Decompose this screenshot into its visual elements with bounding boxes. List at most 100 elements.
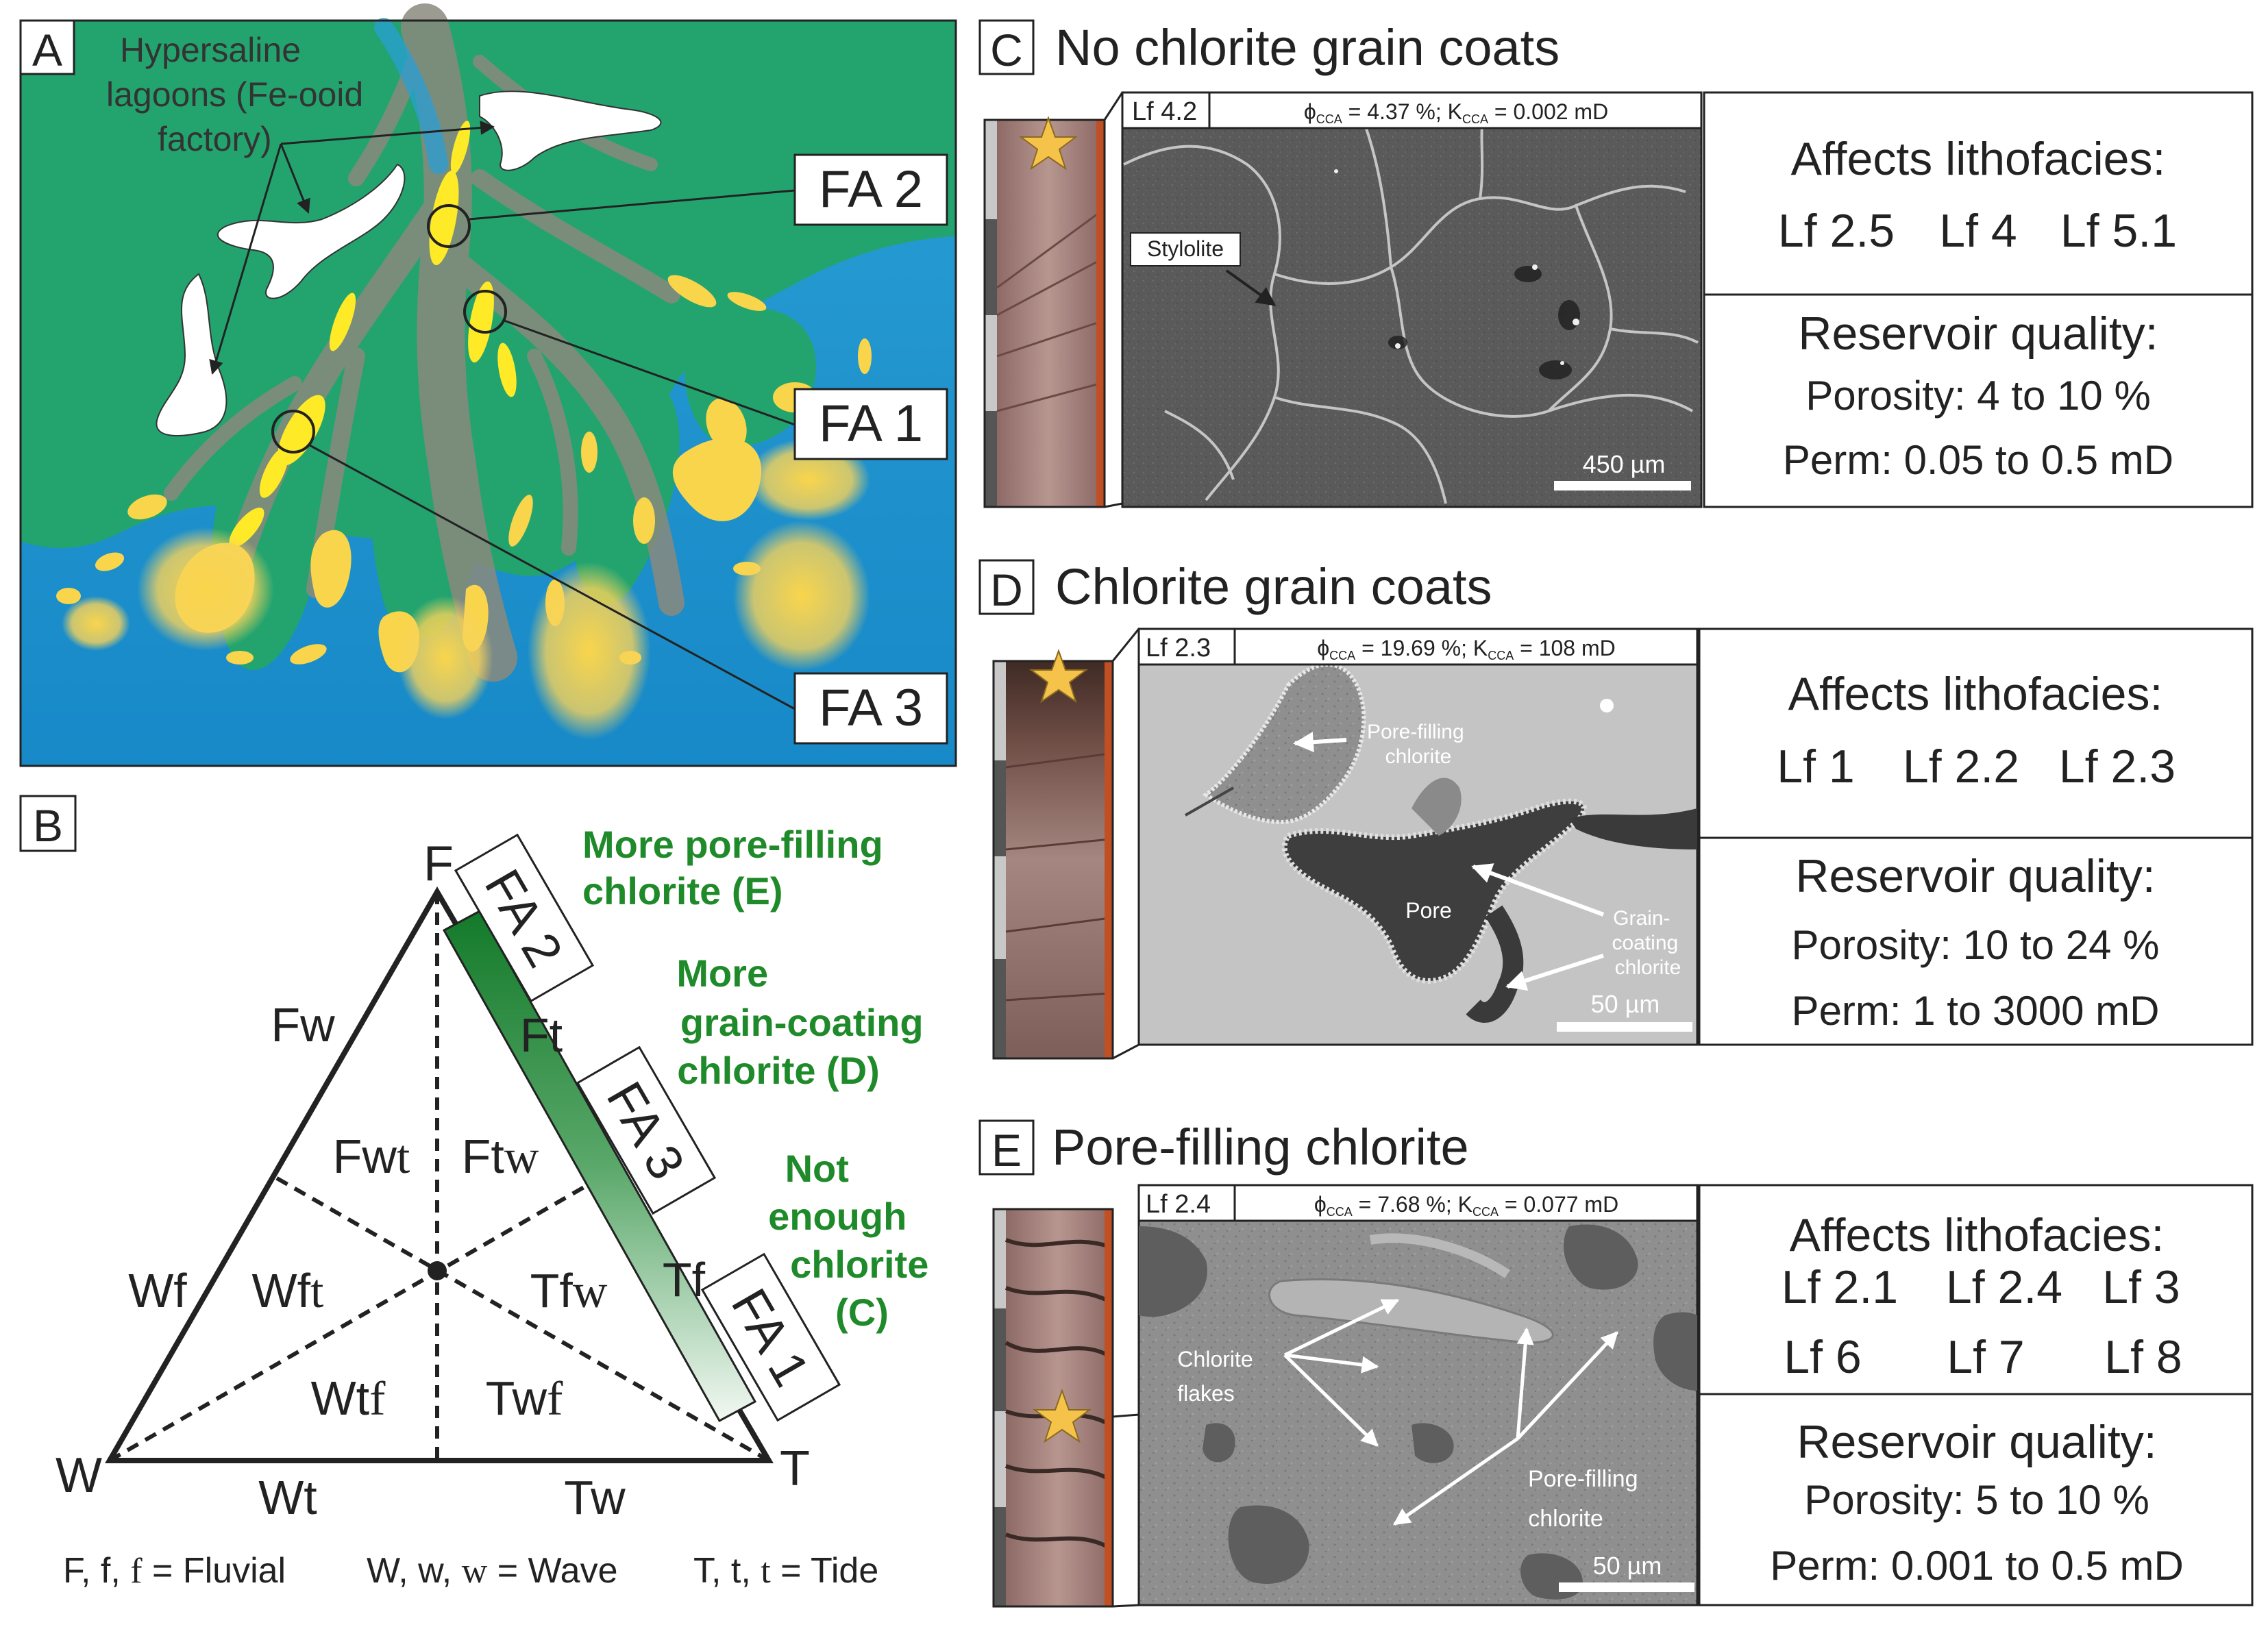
sem-d-lf: Lf 2.3 — [1146, 634, 1211, 662]
d-perm: Perm: 1 to 3000 mD — [1792, 988, 2160, 1034]
legend-tide: T, t, t = Tide — [693, 1551, 878, 1591]
e-affects-6: Lf 8 — [2104, 1331, 2182, 1383]
d-affects-title: Affects lithofacies: — [1788, 668, 2163, 720]
ternary-centroid — [428, 1261, 447, 1280]
panel-a-letter-box — [19, 19, 75, 75]
sem-image-e: Lf 2.4 ϕCCA = 7.68 %; KCCA = 0.077 mD Ch… — [1137, 1184, 1699, 1606]
sem-c-stylolite: Stylolite — [1147, 236, 1224, 261]
e-rq-title: Reservoir quality: — [1797, 1416, 2156, 1468]
class-wtf: Wtf — [311, 1371, 386, 1426]
sem-e-pore-filling: Pore-filling chlorite — [1528, 1466, 1644, 1532]
apex-w: W — [56, 1448, 102, 1503]
c-rq-title: Reservoir quality: — [1798, 308, 2158, 360]
d-affects-3: Lf 2.3 — [2059, 741, 2175, 793]
sem-e-scale-bar — [1559, 1582, 1694, 1592]
sem-image-d: Lf 2.3 ϕCCA = 19.69 %; KCCA = 108 mD Por… — [1137, 628, 1699, 1046]
c-affects-3: Lf 5.1 — [2060, 205, 2177, 257]
legend-wave: W, w, w = Wave — [367, 1551, 618, 1591]
sem-e-properties: ϕCCA = 7.68 %; KCCA = 0.077 mD — [1314, 1192, 1618, 1219]
apex-f: F — [423, 836, 454, 891]
e-affects-3: Lf 3 — [2102, 1261, 2180, 1313]
fa-leader-lines — [309, 189, 796, 710]
c-perm: Perm: 0.05 to 0.5 mD — [1783, 437, 2173, 483]
fa3-label-box — [793, 672, 948, 745]
fa1-label-box — [793, 388, 948, 460]
panel-e-letter: E — [991, 1125, 1022, 1176]
info-e: Affects lithofacies: Lf 2.1 Lf 2.4 Lf 3 … — [1698, 1184, 2254, 1606]
core-c-star — [1019, 116, 1078, 171]
class-wft: Wft — [252, 1264, 325, 1318]
sem-e-scale: 50 µm — [1593, 1552, 1662, 1580]
edge-ft: Ft — [520, 1008, 563, 1062]
sem-d-pore-filling: Pore-filling chlorite — [1367, 721, 1470, 768]
class-ftw: Ftw — [462, 1130, 539, 1184]
core-e-star — [1033, 1389, 1092, 1443]
sem-e-lf: Lf 2.4 — [1146, 1190, 1211, 1219]
fa2-label-box — [793, 153, 948, 226]
panel-d-letter: D — [990, 564, 1023, 615]
panel-c-letter: C — [990, 25, 1023, 75]
fa2-label: FA 2 — [819, 160, 923, 219]
sem-image-c: Lf 4.2 ϕCCA = 4.37 %; KCCA = 0.002 mD St… — [1121, 91, 1703, 508]
edge-wf: Wf — [128, 1264, 187, 1317]
sem-d-scale: 50 µm — [1591, 990, 1660, 1018]
panel-c-title: No chlorite grain coats — [1055, 19, 1560, 76]
fa2-marker — [427, 204, 471, 248]
core-e — [992, 1208, 1139, 1608]
lagoon-arrows — [209, 121, 495, 375]
core-d — [992, 628, 1140, 1060]
chlorite-gradient-bar — [442, 909, 757, 1423]
lagoon-label-line-3: factory) — [158, 120, 272, 158]
note-pore-filling: More pore-filling chlorite (E) — [582, 823, 893, 912]
apex-t: T — [780, 1441, 810, 1496]
panel-b-letter-box — [19, 795, 77, 852]
lagoon-label: Hypersaline lagoons (Fe-ooid factory) — [106, 31, 373, 158]
e-porosity: Porosity: 5 to 10 % — [1804, 1477, 2149, 1523]
fa3-label: FA 3 — [819, 679, 923, 737]
panel-d: D Chlorite grain coats — [978, 558, 2254, 1060]
panel-e-title: Pore-filling chlorite — [1052, 1119, 1469, 1176]
ternary-dividers — [108, 892, 770, 1463]
lagoon-label-line-1: Hypersaline — [120, 31, 301, 69]
class-fwt: Fwt — [333, 1130, 410, 1184]
sem-d-pore: Pore — [1405, 898, 1452, 923]
edge-fw: Fw — [271, 998, 335, 1052]
class-tfw: Tfw — [530, 1264, 608, 1318]
sem-c-properties: ϕCCA = 4.37 %; KCCA = 0.002 mD — [1304, 99, 1608, 126]
e-affects-5: Lf 7 — [1947, 1331, 2024, 1383]
d-affects-2: Lf 2.2 — [1903, 741, 2019, 793]
d-porosity: Porosity: 10 to 24 % — [1792, 922, 2160, 968]
panel-a-frame — [19, 19, 957, 767]
hypersaline-lagoons — [156, 90, 662, 436]
e-perm: Perm: 0.001 to 0.5 mD — [1770, 1543, 2184, 1589]
e-affects-2: Lf 2.4 — [1946, 1261, 2062, 1313]
fa-location-markers — [271, 204, 507, 454]
core-d-star — [1029, 649, 1088, 704]
sem-e-flakes: Chlorite flakes — [1177, 1347, 1259, 1406]
note-not-enough: Not enough chlorite (C) — [768, 1147, 939, 1334]
d-affects-1: Lf 1 — [1777, 741, 1854, 793]
sem-c-scale: 450 µm — [1583, 450, 1666, 478]
panel-b: B F W T Fw Ft Wf Tf Wt Tw Fwt Ftw Wft — [19, 795, 939, 1591]
e-affects-title: Affects lithofacies: — [1790, 1209, 2165, 1261]
panel-a-letter: A — [32, 25, 62, 75]
d-rq-title: Reservoir quality: — [1795, 850, 2155, 902]
class-twf: Twf — [486, 1371, 563, 1426]
edge-wt: Wt — [258, 1471, 317, 1524]
fa-labels: FA 2 FA 1 FA 3 — [793, 153, 948, 745]
panel-c-letter-box — [978, 19, 1035, 75]
sem-d-scale-bar — [1557, 1022, 1692, 1032]
panel-e-letter-box — [978, 1119, 1035, 1176]
panel-e: E Pore-filling chlorite — [978, 1119, 2254, 1608]
panel-c: C No chlorite grain coats — [978, 19, 2254, 508]
info-d: Affects lithofacies: Lf 1 Lf 2.2 Lf 2.3 … — [1698, 628, 2254, 1046]
sem-d-grain-coating: Grain- coating chlorite — [1612, 907, 1684, 979]
edge-tf: Tf — [663, 1253, 706, 1306]
tidal-channel — [374, 18, 448, 174]
info-c: Affects lithofacies: Lf 2.5 Lf 4 Lf 5.1 … — [1703, 91, 2254, 508]
c-affects-2: Lf 4 — [1939, 205, 2017, 257]
lagoon-label-line-2: lagoons (Fe-ooid — [106, 75, 363, 114]
sem-c-lf: Lf 4.2 — [1132, 97, 1197, 126]
edge-tw: Tw — [564, 1471, 626, 1524]
